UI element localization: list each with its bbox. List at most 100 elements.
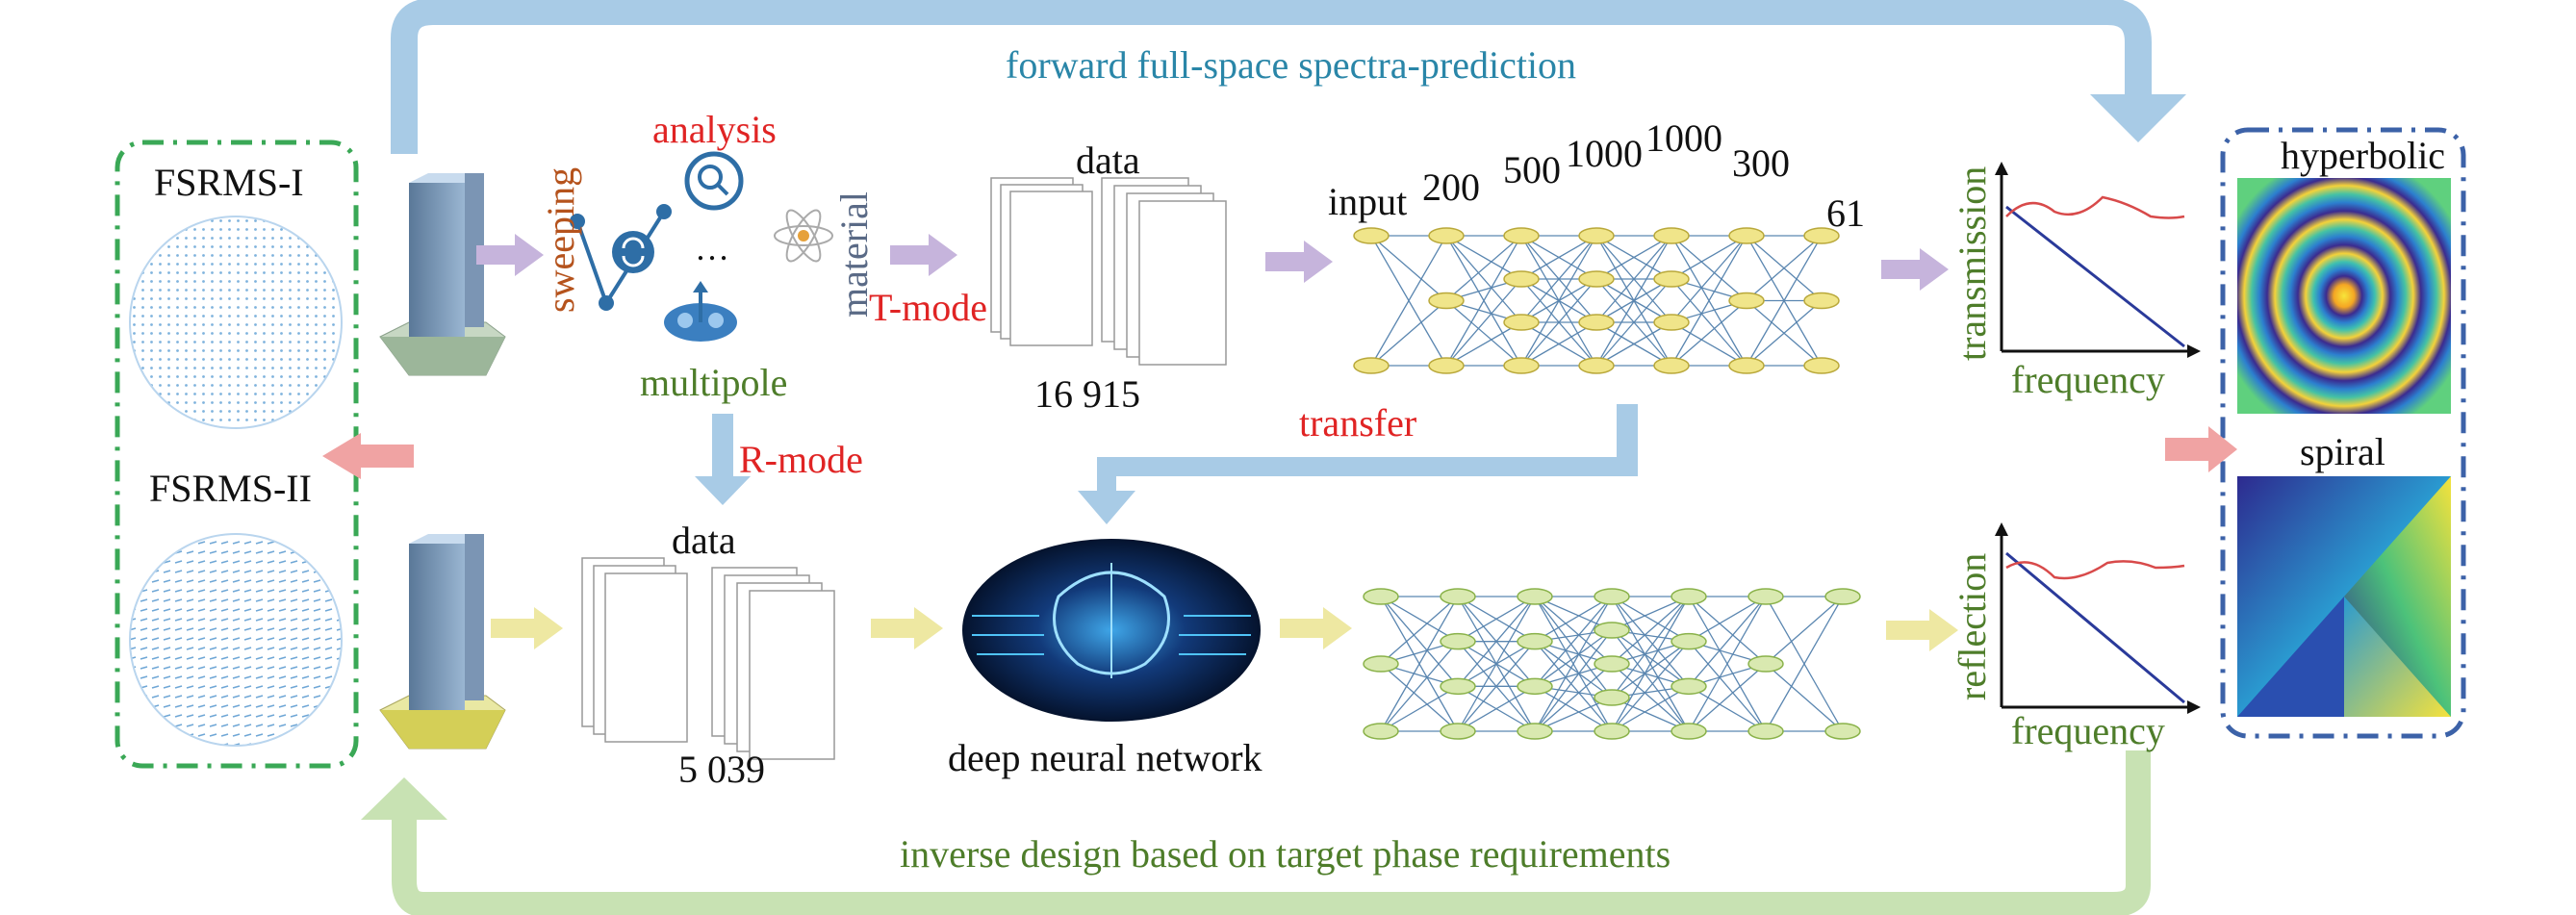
hyperbolic-label: hyperbolic [2281,134,2446,177]
arrow-pillar-to-data-bottom [491,607,563,649]
network-node [1578,314,1615,331]
transfer-label: transfer [1299,401,1417,445]
network-connection [1445,235,1522,323]
network-connection [1380,663,1459,732]
network-connection [1534,641,1613,699]
frequency-bottom-label: frequency [2011,709,2165,752]
network-connection [1688,663,1767,732]
network-connection [1534,596,1613,665]
red-arrow-left [322,433,414,479]
layer-label-3: 1000 [1566,132,1643,175]
network-connection [1445,235,1522,301]
network-connection [1688,596,1767,665]
network-node [1671,723,1707,740]
network-connection [1746,235,1823,367]
layer-label-1: 200 [1422,165,1480,209]
network-connection [1457,596,1536,732]
arrow-net-to-plot-bottom [1886,609,1958,651]
material-label: material [832,191,876,318]
network-connection [1688,685,1767,732]
pillar-top [379,173,506,376]
network-connection [1534,663,1613,732]
data-top-label: data [1076,139,1140,182]
layer-label-5: 300 [1732,141,1790,185]
network-node [1728,227,1765,244]
network-connection [1611,596,1690,665]
network-connection [1380,641,1459,732]
network-connection [1611,685,1690,732]
brain-image [962,539,1261,722]
network-node [1363,588,1399,605]
network-node [1517,677,1553,696]
network-node [1363,655,1399,673]
analysis-label: analysis [652,108,777,151]
forward-arrow-label: forward full-space spectra-prediction [1006,43,1577,87]
network-connection [1520,235,1597,323]
network-node [1671,632,1707,650]
network-connection [1688,596,1767,732]
network-connection [1765,596,1844,732]
neural-network-bottom [1363,588,1861,740]
arrow-dnn-to-net [1280,607,1352,649]
network-connection [1611,596,1690,699]
inverse-arrow-label: inverse design based on target phase req… [900,832,1671,876]
network-node [1440,632,1476,650]
network-connection [1595,235,1672,280]
fsrms1-label: FSRMS-I [154,161,304,204]
reflection-label: reflection [1951,552,1994,700]
network-connection [1534,596,1613,732]
network-connection [1688,641,1767,732]
network-node [1517,723,1553,740]
multipole-label: multipole [640,361,788,404]
network-connection [1611,629,1690,732]
network-node [1747,588,1784,605]
analysis-icon [684,151,744,211]
arrow-data-to-dnn [871,607,943,649]
network-node [1353,357,1390,374]
network-connection [1457,596,1536,643]
network-connection [1445,235,1522,280]
network-connection [1370,235,1447,301]
network-connection [1445,278,1522,367]
transfer-arrow [1078,404,1638,524]
network-node [1803,227,1840,244]
network-node [1440,723,1476,740]
inverse-arrow [361,750,2151,915]
network-node [1747,655,1784,673]
network-connection [1520,278,1597,367]
network-connection [1671,235,1747,323]
network-connection [1520,235,1597,367]
network-node [1503,270,1540,288]
layer-label-4: 1000 [1645,116,1722,160]
network-connection [1445,321,1522,367]
dnn-label: deep neural network [948,736,1262,779]
fsrms2-disc [129,533,343,747]
frequency-top-label: frequency [2011,358,2165,401]
network-connection [1765,663,1844,732]
network-node [1440,588,1476,605]
network-connection [1445,300,1522,367]
network-connection [1671,235,1747,280]
network-node [1503,314,1540,331]
network-connection [1611,596,1690,732]
spiral-label: spiral [2300,430,2385,473]
data-stack-top [990,177,1227,366]
network-connection [1380,596,1459,665]
network-connection [1370,235,1447,367]
layer-label-2: 500 [1503,148,1561,191]
network-node [1578,227,1615,244]
network-connection [1380,596,1459,687]
network-node [1824,588,1861,605]
r-mode-label: R-mode [739,438,863,481]
network-connection [1534,641,1613,732]
network-connection [1520,321,1597,367]
network-node [1503,227,1540,244]
network-connection [1457,641,1536,732]
network-connection [1534,629,1613,732]
network-connection [1457,596,1536,687]
network-connection [1611,641,1690,699]
network-connection [1671,300,1747,367]
network-connection [1746,235,1823,301]
network-connection [1688,596,1767,687]
